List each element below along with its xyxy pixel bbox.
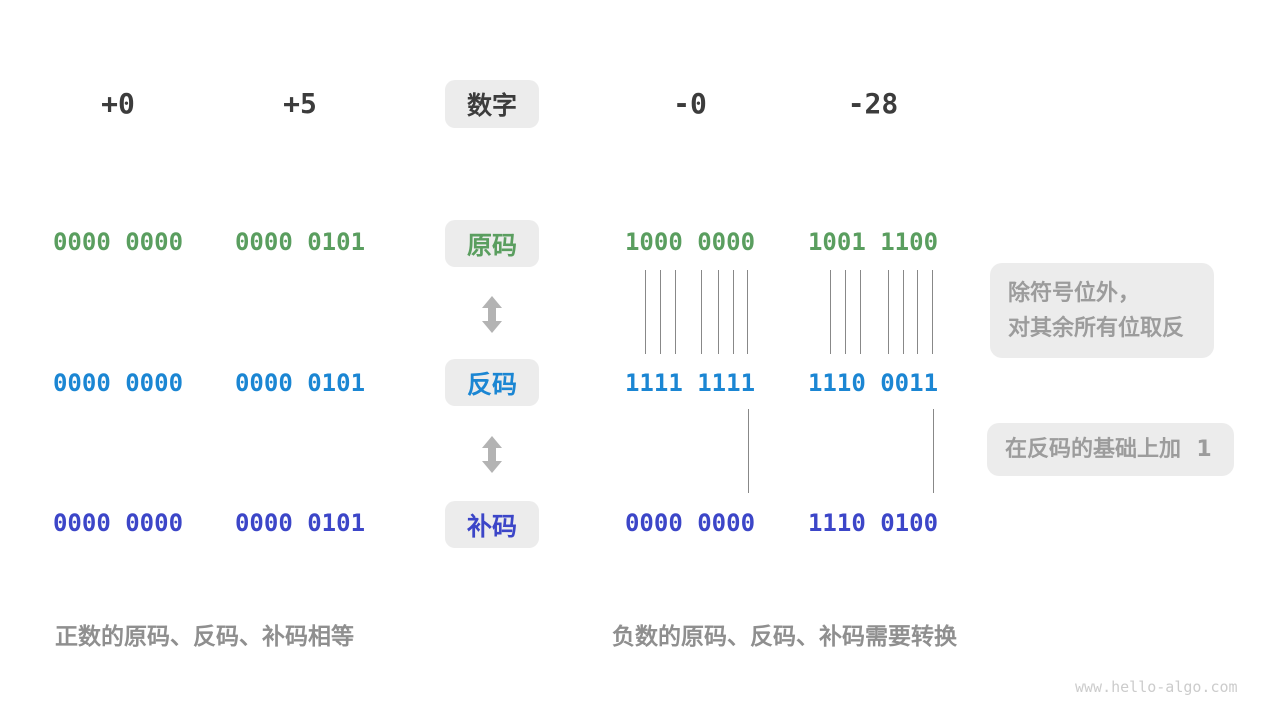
number-label-pos-five: +5	[283, 87, 317, 120]
twos-complement-pos-zero: 0000 0000	[52, 509, 184, 537]
sign-magnitude-neg-zero: 1000 0000	[624, 228, 756, 256]
number-label-neg-zero: -0	[673, 87, 707, 120]
ones-complement-pos-five: 0000 0101	[234, 369, 366, 397]
number-label-neg-28: -28	[847, 87, 899, 120]
add-one-note: 在反码的基础上加 1	[987, 423, 1234, 476]
bit-flip-line	[903, 270, 904, 354]
flip-bits-note: 除符号位外， 对其余所有位取反	[990, 263, 1214, 358]
bit-flip-line	[845, 270, 846, 354]
flip-bits-note-line2: 对其余所有位取反	[1008, 315, 1185, 341]
bit-flip-line	[645, 270, 646, 354]
bit-flip-line	[675, 270, 676, 354]
bit-flip-line	[701, 270, 702, 354]
double-arrow-icon	[482, 436, 502, 473]
row-tag-ones-complement: 反码	[445, 359, 539, 406]
bit-flip-line	[917, 270, 918, 354]
bit-flip-line	[860, 270, 861, 354]
watermark-url: www.hello-algo.com	[1075, 678, 1238, 696]
ones-complement-neg-zero: 1111 1111	[624, 369, 756, 397]
double-arrow-icon	[482, 296, 502, 333]
number-label-pos-zero: +0	[101, 87, 135, 120]
caption-negative-numbers: 负数的原码、反码、补码需要转换	[612, 624, 957, 650]
row-tag-number: 数字	[445, 80, 539, 128]
bit-flip-line	[830, 270, 831, 354]
bit-flip-line	[718, 270, 719, 354]
add-one-line	[933, 409, 934, 493]
twos-complement-pos-five: 0000 0101	[234, 509, 366, 537]
caption-positive-numbers: 正数的原码、反码、补码相等	[55, 624, 354, 650]
sign-magnitude-pos-zero: 0000 0000	[52, 228, 184, 256]
row-tag-twos-complement: 补码	[445, 501, 539, 548]
ones-complement-pos-zero: 0000 0000	[52, 369, 184, 397]
twos-complement-neg-28: 1110 0100	[807, 509, 939, 537]
sign-magnitude-pos-five: 0000 0101	[234, 228, 366, 256]
twos-complement-neg-zero: 0000 0000	[624, 509, 756, 537]
row-tag-sign-magnitude: 原码	[445, 220, 539, 267]
bit-flip-line	[660, 270, 661, 354]
bit-flip-line	[932, 270, 933, 354]
bit-flip-line	[733, 270, 734, 354]
flip-bits-note-line1: 除符号位外，	[1008, 280, 1141, 306]
ones-complement-neg-28: 1110 0011	[807, 369, 939, 397]
add-one-note-text: 在反码的基础上加 1	[1005, 437, 1212, 462]
add-one-line	[748, 409, 749, 493]
sign-magnitude-neg-28: 1001 1100	[807, 228, 939, 256]
bit-flip-line	[747, 270, 748, 354]
bit-flip-line	[888, 270, 889, 354]
